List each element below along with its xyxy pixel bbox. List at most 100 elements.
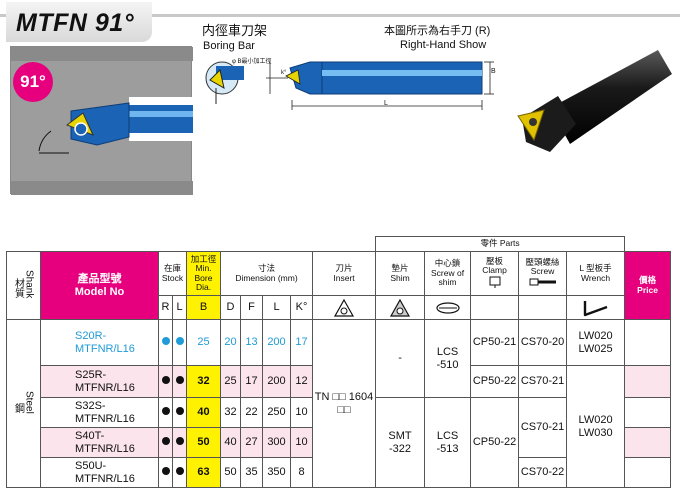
l-cell: 250 [262,397,291,428]
name-en: Boring Bar [203,40,255,52]
l-cell: 350 [262,457,291,488]
shank-header: 材質Shank [6,251,41,320]
in-stock-indicator [175,437,184,446]
k-cell: 17 [290,319,313,366]
boring-illustration-svg [11,47,193,195]
stock-r-cell [158,427,173,458]
screw-icon [529,278,556,286]
shim-cell: SMT -322 [375,397,426,488]
screw-cell: CS70-21 [518,365,568,398]
wrench-cell: LW020 LW025 [566,319,626,366]
insert-detail-sketch [205,61,244,104]
in-stock-indicator [161,337,170,346]
table-row: S50U-MTFNR/L16 63 50 35 350 8 CS70-22 [7,457,672,488]
clamp-cell: CP50-21 [470,319,520,366]
table-row: S25R-MTFNR/L16 32 25 17 200 12 CP50-22 C… [7,365,672,488]
bore-cell: 63 [186,457,221,488]
l-subheader: L [262,295,291,320]
material-cell: 鋼Steel [6,319,41,488]
f-cell: 13 [240,319,263,366]
f-cell: 22 [240,397,263,428]
clamp-icon [489,276,501,288]
table-row: S40T-MTFNR/L16 50 40 27 300 10 [7,427,672,458]
clamp-cell: CP50-22 [470,365,520,398]
bore-cell: 50 [186,427,221,458]
shim-cell: - [375,319,426,398]
stock-r-cell [158,319,173,366]
shim-icon [390,298,411,317]
price-cell [624,319,672,366]
stock-l-cell [172,319,187,366]
page-title: MTFN 91° [16,9,135,37]
name-zh: 内徑車刀架 [202,23,268,38]
bore-cell: 40 [186,397,221,428]
stock-l-cell [172,365,187,398]
k-cell: 10 [290,427,313,458]
stock-l-cell [172,397,187,428]
wrench-icon [583,300,607,316]
screw-of-shim-icon-cell [424,295,472,320]
note-zh: 本圖所示為右手刀 (R) [384,25,491,37]
model-cell: S32S-MTFNR/L16 [40,397,159,428]
stock-l-cell [172,457,187,488]
screw-of-shim-cell: LCS -513 [424,397,472,488]
screw-cell: CS70-20 [518,319,568,366]
table-row: S32S-MTFNR/L16 40 32 22 250 10 SMT -322 … [7,397,672,488]
wrench-cell: LW020 LW030 [566,365,626,488]
d-cell: 32 [220,397,241,428]
stock-r-header: R [158,295,173,320]
title-rule [0,14,680,17]
insert-icon-cell [311,295,377,320]
b-subheader: B [186,295,221,320]
table-row: 鋼Steel S20R-MTFNR/L16 25 20 13 200 17 TN… [6,319,672,488]
screw-cell: CS70-22 [518,457,568,488]
triangle-insert-icon [333,298,355,317]
angle-badge: 91° [13,62,53,102]
price-cell [624,427,672,458]
dimension-drawing [266,61,494,110]
shim-screw-icon [435,301,460,314]
product-photo [517,50,672,152]
price-cell [624,365,672,398]
shim-icon-cell [375,295,426,320]
in-stock-indicator [161,467,170,476]
price-cell [624,457,672,488]
in-stock-indicator [175,467,184,476]
in-stock-indicator [175,337,184,346]
in-stock-indicator [175,376,184,385]
insert-cell: TN □□ 1604 □□ [311,319,377,488]
bore-cell: 25 [186,319,221,366]
in-stock-indicator [161,407,170,416]
d-subheader: D [220,295,241,320]
title-box: MTFN 91° [6,2,152,42]
bore-cell: 32 [186,365,221,398]
in-stock-indicator [161,437,170,446]
d-cell: 20 [220,319,241,366]
stock-l-cell [172,427,187,458]
f-subheader: F [240,295,263,320]
parts-group-header: 零件 Parts [375,236,626,252]
screw-cell: CS70-21 [518,397,568,458]
wrench-icon-cell [566,295,626,320]
model-cell: S50U-MTFNR/L16 [40,457,159,488]
min-bore-caption: φ B最小加工徑 [232,59,272,65]
stock-l-header: L [172,295,187,320]
d-cell: 50 [220,457,241,488]
clamp-cell: CP50-22 [470,397,520,488]
screw-of-shim-cell: LCS -510 [424,319,472,398]
l-cell: 200 [262,365,291,398]
stock-r-cell [158,365,173,398]
price-cell [624,397,672,428]
dim-label-b: B [491,68,496,75]
boring-illustration [10,46,193,195]
